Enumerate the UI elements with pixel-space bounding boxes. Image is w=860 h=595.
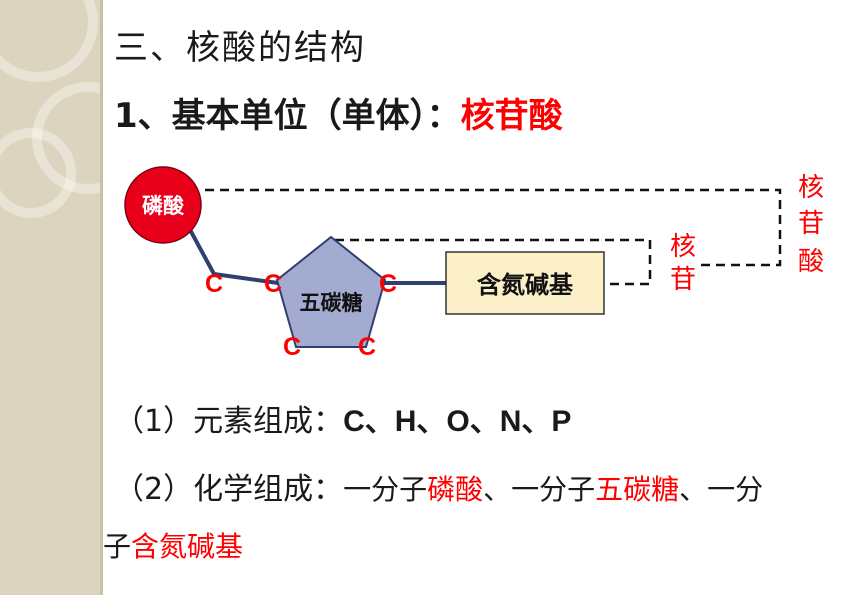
heading-highlight: 核苷酸 [460,96,563,136]
nucleoside-bracket [335,238,652,286]
carbon-label: C [283,333,301,361]
decorative-ring [0,128,76,218]
phosphate-label: 磷酸 [142,194,185,218]
nucleotide-bracket [205,188,782,267]
decorative-sidebar [0,0,144,595]
chemical-composition-base: 含氮碱基 [131,530,244,563]
chemical-composition-sugar: 五碳糖 [595,473,680,506]
element-composition-value: C、H、O、N、P [343,405,572,438]
phosphate-circle [124,166,202,244]
element-composition-label: （1）元素组成： [114,404,344,439]
phosphate-bond [186,225,279,285]
carbon-label: C [379,270,397,298]
carbon-label: C [264,270,282,298]
element-composition: （1）元素组成：C、H、O、N、P [114,396,571,440]
base-label: 含氮碱基 [477,271,574,299]
nucleoside-label-char: 核 [670,232,696,262]
nucleotide-label-char: 酸 [798,247,824,277]
chemical-composition-continued: 子含氮碱基 [103,525,243,565]
chemical-composition-text: 、一分子 [483,473,596,506]
sidebar-divider [100,0,103,595]
heading-prefix: 1、基本单位（单体）： [114,96,461,136]
base-box [445,251,605,315]
chemical-composition-phosphate: 磷酸 [427,473,484,506]
chemical-composition-label: （2）化学组成： [114,472,344,507]
nucleotide-label-char: 核 [798,173,824,203]
nucleoside-label-char: 苷 [670,265,696,295]
chemical-composition-text: 、一分 [679,473,764,506]
nucleotide-label-char: 苷 [798,209,824,239]
pentose-pentagon [275,235,387,348]
chemical-composition-text: 一分子 [343,473,428,506]
section-heading: 1、基本单位（单体）：核苷酸 [114,88,563,137]
decorative-ring [0,0,98,82]
sugar-label: 五碳糖 [300,291,363,315]
carbon-label: C [358,333,376,361]
chemical-composition: （2）化学组成：一分子磷酸、一分子五碳糖、一分 [114,464,763,508]
slide-title: 三、核酸的结构 [114,28,366,68]
chemical-composition-text: 子 [103,530,132,563]
carbon-label: C [205,270,223,298]
